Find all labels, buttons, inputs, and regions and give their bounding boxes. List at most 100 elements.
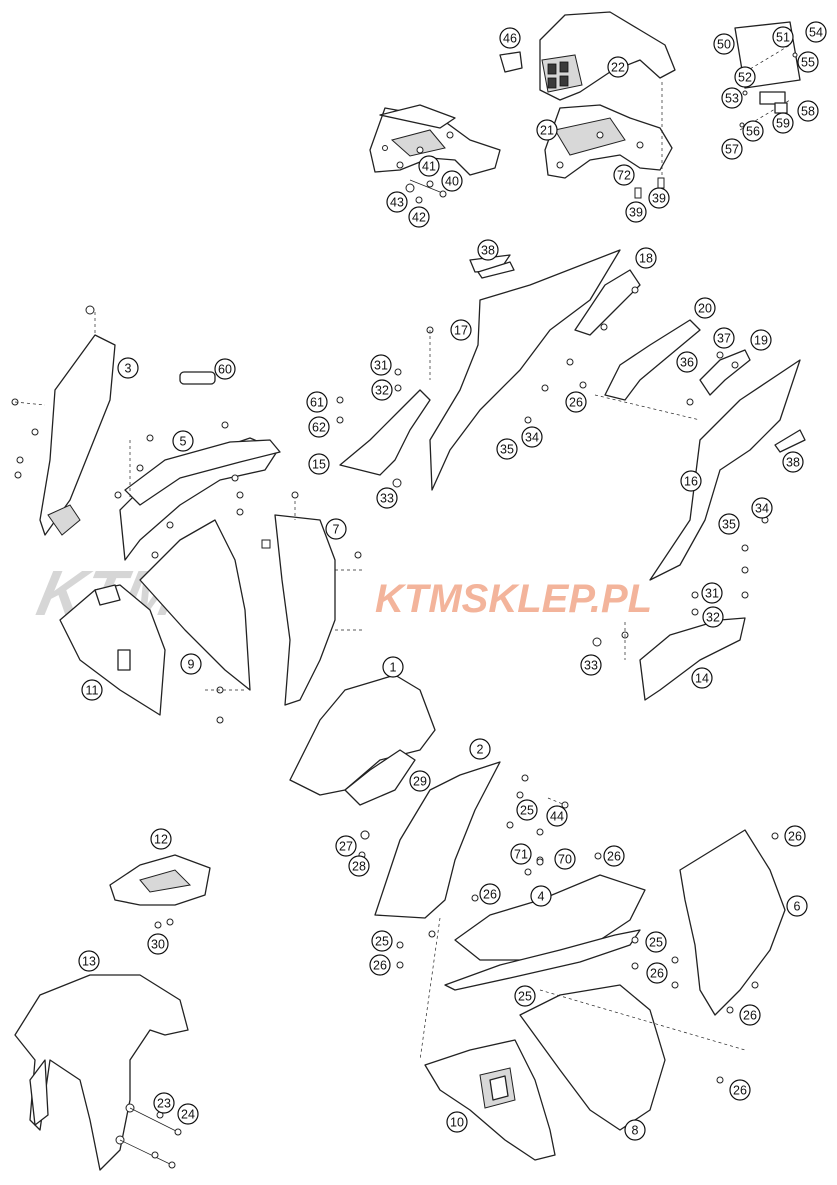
callout-circle [514,985,536,1007]
callout-9: 9 [180,653,202,675]
callout-number: 19 [754,334,768,348]
callout-71: 71 [510,843,532,865]
callout-number: 26 [743,1009,757,1023]
callout-circle [646,962,668,984]
callout-circle [530,885,552,907]
callout-circle [782,451,804,473]
callout-circle [645,931,667,953]
callout-number: 25 [520,804,534,818]
callout-circle [369,954,391,976]
callout-32: 32 [702,606,724,628]
callout-number: 25 [518,990,532,1004]
callout-39: 39 [625,201,647,223]
windshield-1 [289,674,436,806]
callout-number: 6 [794,900,801,914]
callout-circle [624,1119,646,1141]
callout-2: 2 [469,738,491,760]
callout-circle [635,247,657,269]
callout-17: 17 [450,319,472,341]
callout-50: 50 [713,33,735,55]
callout-number: 26 [373,959,387,973]
callout-number: 21 [540,124,554,138]
callout-circle [607,56,629,78]
callout-number: 57 [725,143,739,157]
callout-24: 24 [177,1103,199,1125]
callout-number: 26 [650,967,664,981]
callout-26: 26 [729,1079,751,1101]
callout-42: 42 [408,206,430,228]
callout-circle [308,416,330,438]
callout-circle [371,379,393,401]
callout-39: 39 [648,187,670,209]
callout-54: 54 [805,21,827,43]
callout-number: 27 [339,840,353,854]
callout-circle [521,426,543,448]
callout-5: 5 [172,430,194,452]
callout-19: 19 [750,329,772,351]
callout-8: 8 [624,1119,646,1141]
callout-circle [713,33,735,55]
callout-number: 31 [374,359,388,373]
callout-number: 17 [454,324,468,338]
callout-number: 44 [550,810,564,824]
callout-circle [446,1111,468,1133]
callout-25: 25 [371,930,393,952]
callout-circle [784,825,806,847]
callout-26: 26 [603,845,625,867]
callout-circle [721,87,743,109]
callout-number: 23 [157,1097,171,1111]
callout-35: 35 [496,438,518,460]
callout-number: 18 [639,252,653,266]
callout-circle [739,1004,761,1026]
callout-circle [797,100,819,122]
callout-number: 39 [629,206,643,220]
callout-number: 26 [569,396,583,410]
callout-circle [370,354,392,376]
callout-number: 26 [607,850,621,864]
callout-number: 12 [154,833,168,847]
bracket-12 [109,854,211,929]
callout-number: 15 [312,458,326,472]
side-panel-4 [396,852,646,991]
callout-circle [648,187,670,209]
callout-circle [713,327,735,349]
callout-circle [680,470,702,492]
watermark-shop-name: KTMSKLEP.PL [375,577,652,621]
callout-number: 56 [746,125,760,139]
callout-57: 57 [721,138,743,160]
callout-number: 11 [86,684,99,698]
callout-circle [613,164,635,186]
callout-number: 31 [705,587,719,601]
callout-37: 37 [713,327,735,349]
callout-circle [554,848,576,870]
callout-number: 38 [786,456,800,470]
callout-14: 14 [691,667,713,689]
spacer-60 [179,371,216,385]
callout-number: 4 [538,890,545,904]
callout-16: 16 [680,470,702,492]
callout-circle [496,438,518,460]
callout-circle [580,654,602,676]
side-fairing-2 [358,761,569,1061]
headlight-mask-5 [114,421,281,561]
callout-circle [702,606,724,628]
callout-number: 24 [181,1108,195,1122]
callout-circle [382,656,404,678]
callout-circle [750,329,772,351]
callout-circle [694,297,716,319]
callout-circle [721,138,743,160]
callout-55: 55 [797,51,819,73]
callout-23: 23 [153,1092,175,1114]
callout-circle [729,1079,751,1101]
callout-circle [772,112,794,134]
callout-number: 55 [801,56,815,70]
callout-34: 34 [521,426,543,448]
callout-number: 20 [698,302,712,316]
tail-light-unit-21 [544,82,673,199]
callout-number: 38 [481,244,495,258]
tail-lower-bracket [369,104,501,204]
callout-number: 32 [706,611,720,625]
callout-number: 32 [375,384,389,398]
callout-number: 41 [422,160,436,174]
